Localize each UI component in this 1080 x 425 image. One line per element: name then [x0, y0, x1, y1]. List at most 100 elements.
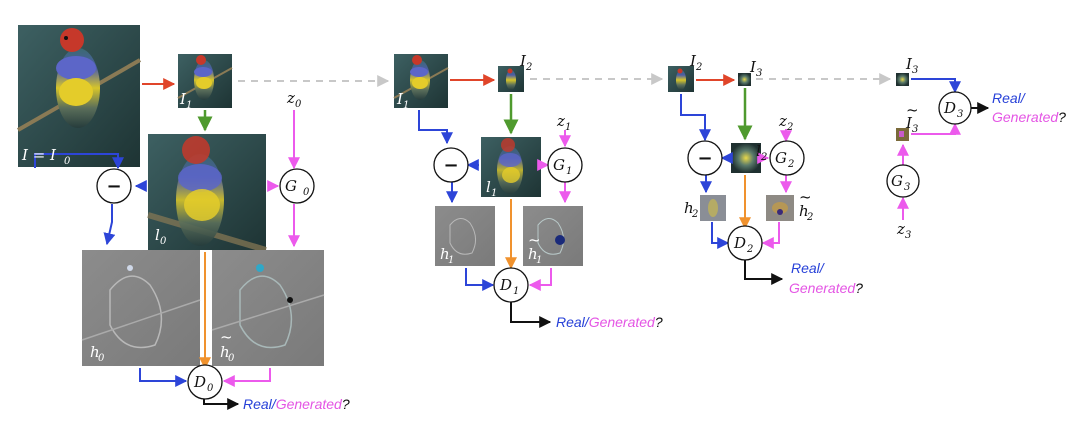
image-h0	[81, 250, 201, 366]
svg-text:~: ~	[528, 231, 541, 249]
output-stage0: Real/Generated?	[243, 396, 350, 412]
G1-node: G 1	[547, 147, 583, 183]
svg-text:3: 3	[756, 68, 762, 79]
blue-path-I0-minus	[34, 153, 124, 170]
svg-text:2: 2	[691, 209, 698, 220]
output-stage3: Real/	[992, 90, 1027, 106]
image-I3-stage3	[896, 73, 909, 86]
pink-h2t-D2	[761, 222, 780, 249]
svg-text:2: 2	[786, 122, 793, 133]
label-h2: h 2	[684, 199, 698, 220]
svg-text:2: 2	[746, 244, 753, 255]
svg-text:I: I	[689, 52, 697, 70]
label-I2-stage2: I 2	[689, 52, 702, 73]
image-I3-tilde	[896, 128, 909, 141]
svg-text:0: 0	[295, 99, 302, 110]
svg-text:2: 2	[525, 62, 532, 73]
blue-h2-D2	[711, 222, 730, 249]
D0-node: D 0	[187, 364, 223, 400]
label-I1: I 1	[179, 90, 192, 111]
blue-I2-minus	[680, 94, 711, 142]
svg-text:I: I	[179, 90, 187, 108]
pink-h1t-D1	[528, 268, 552, 291]
image-h0-tilde	[211, 250, 325, 366]
svg-text:I: I	[905, 114, 913, 132]
svg-text:2: 2	[695, 62, 702, 73]
svg-text:2: 2	[806, 212, 813, 223]
svg-text:z: z	[778, 112, 787, 130]
minus-node-1: −	[433, 147, 469, 183]
blue-minus-h0	[103, 204, 116, 246]
svg-text:l: l	[756, 142, 761, 160]
svg-text:1: 1	[536, 255, 542, 266]
image-I2-stage2	[668, 66, 694, 92]
label-z2: z 2	[778, 112, 793, 133]
svg-text:1: 1	[186, 100, 192, 111]
minus-node-2: −	[687, 140, 723, 176]
label-l2: l 2	[756, 142, 767, 163]
svg-text:l: l	[155, 226, 160, 244]
svg-text:h: h	[440, 245, 450, 263]
svg-text:1: 1	[513, 286, 519, 297]
label-z3: z 3	[896, 220, 911, 241]
label-z1: z 1	[556, 112, 571, 133]
svg-text:h: h	[799, 202, 809, 220]
black-D1-out	[510, 302, 552, 328]
label-l1: l 1	[486, 178, 497, 199]
svg-text:D: D	[193, 373, 206, 391]
svg-text:l: l	[486, 178, 491, 196]
svg-text:z: z	[556, 112, 565, 130]
svg-text:−: −	[697, 148, 712, 169]
label-h2-tilde: ~ h 2	[799, 188, 813, 223]
D2-node: D 2	[727, 225, 763, 261]
blue-h0-D0	[139, 368, 188, 387]
svg-text:I = I: I = I	[21, 146, 57, 164]
svg-text:h: h	[684, 199, 694, 217]
D1-node: D 1	[493, 267, 529, 303]
svg-text:~: ~	[220, 328, 233, 346]
svg-text:G: G	[285, 177, 297, 195]
blue-I1-minus	[418, 110, 453, 145]
blue-I3-D3	[911, 78, 961, 94]
svg-text:~: ~	[799, 188, 812, 206]
svg-text:~: ~	[906, 101, 919, 119]
svg-text:3: 3	[912, 65, 918, 76]
G2-node: G 2	[769, 140, 805, 176]
label-I-eq-I0: I = I 0	[21, 146, 71, 167]
svg-text:h: h	[90, 343, 100, 361]
svg-text:0: 0	[160, 236, 167, 247]
output-stage1: Real/Generated?	[556, 314, 663, 330]
svg-text:1: 1	[566, 166, 572, 177]
svg-text:G: G	[775, 149, 787, 167]
svg-text:D: D	[733, 234, 746, 252]
label-h1-tilde: ~ h 1	[528, 231, 542, 266]
image-I3-stage2	[738, 73, 751, 86]
black-D2-out	[744, 260, 784, 285]
svg-text:1: 1	[403, 100, 409, 111]
svg-text:z: z	[896, 220, 905, 238]
output-stage2: Real/	[791, 260, 826, 276]
svg-text:2: 2	[760, 152, 767, 163]
svg-text:3: 3	[912, 124, 918, 135]
svg-text:I: I	[749, 58, 757, 76]
label-z0: z 0	[286, 89, 302, 110]
output-stage2-line2: Generated?	[789, 280, 863, 296]
svg-text:2: 2	[787, 159, 794, 170]
svg-text:D: D	[499, 276, 512, 294]
label-I2-stage1: I 2	[519, 52, 532, 73]
image-h1-tilde	[523, 206, 583, 266]
image-l1	[481, 137, 541, 197]
svg-text:−: −	[443, 155, 458, 176]
G0-node: G 0	[279, 168, 315, 204]
svg-text:I: I	[519, 52, 527, 70]
svg-text:3: 3	[957, 109, 963, 120]
image-l2	[731, 143, 761, 173]
svg-text:−: −	[106, 176, 121, 197]
svg-text:G: G	[553, 156, 565, 174]
svg-text:D: D	[943, 99, 956, 117]
svg-text:0: 0	[228, 353, 235, 364]
minus-node-0: −	[96, 168, 132, 204]
svg-text:h: h	[528, 245, 538, 263]
D3-node: D 3	[938, 91, 972, 125]
